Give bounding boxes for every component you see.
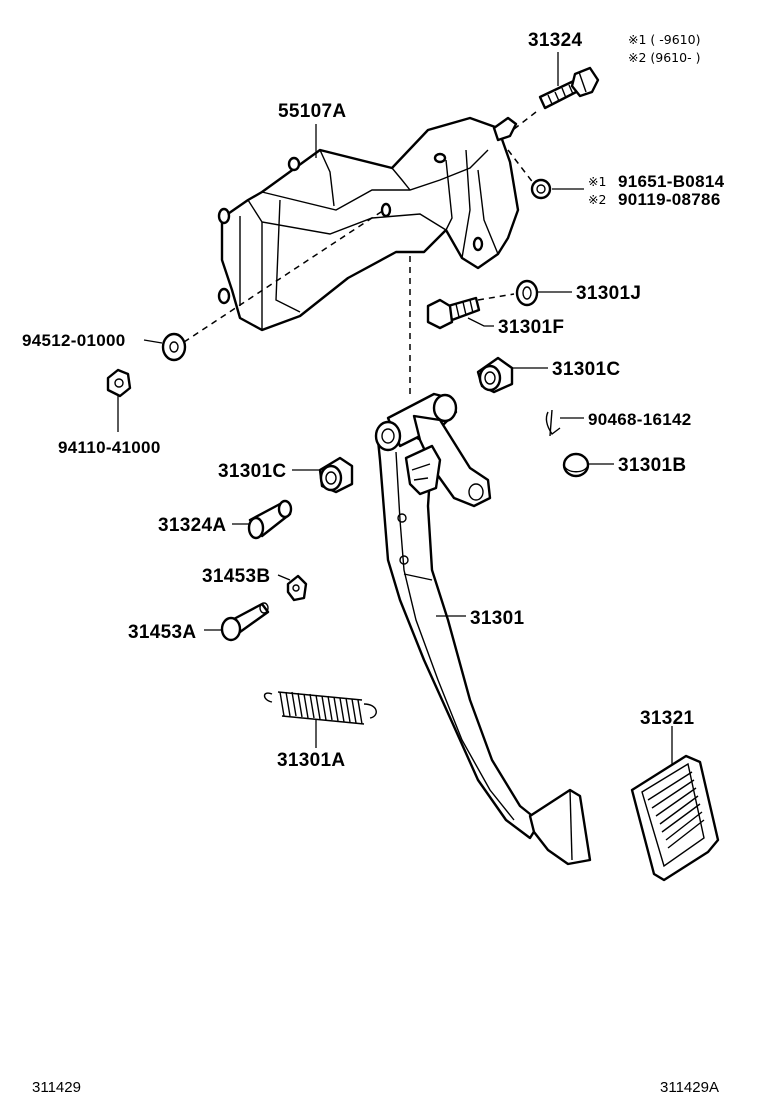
dash-collar	[477, 293, 515, 301]
bushing-31301C-right-icon	[476, 356, 514, 394]
collar-31301J-icon	[515, 279, 539, 307]
label-31301B: 31301B	[618, 455, 686, 476]
label-31324: 31324	[528, 30, 582, 51]
footer-left-code: 311429	[32, 1079, 81, 1096]
label-94110-41000: 94110-41000	[58, 438, 161, 457]
label-31453A: 31453A	[128, 622, 196, 643]
bushing-31301C-left-icon	[318, 456, 354, 494]
pedal-pad-31321-icon	[630, 754, 720, 882]
cushion-31301B-icon	[562, 452, 590, 478]
dash-nut	[507, 149, 535, 185]
label-31301C-left: 31301C	[218, 461, 286, 482]
bolt-31324-icon	[538, 66, 600, 110]
label-91651-B0814: 91651-B0814	[618, 172, 725, 191]
label-55107A: 55107A	[278, 101, 346, 122]
leader-94512	[143, 339, 163, 344]
label-31324A: 31324A	[158, 515, 226, 536]
spring-31301A-icon	[263, 691, 377, 725]
nut-icon	[530, 178, 552, 200]
label-31321: 31321	[640, 708, 694, 729]
note-2: ※2 (9610- )	[628, 50, 700, 65]
label-31453B: 31453B	[202, 566, 270, 587]
nut-94110-icon	[106, 368, 132, 398]
label-31301: 31301	[470, 608, 524, 629]
label-90468-16142: 90468-16142	[588, 410, 692, 429]
bracket-55107A-icon	[217, 116, 520, 332]
mark-1: ※1	[588, 174, 606, 189]
footer-right-code: 311429A	[660, 1079, 719, 1096]
pin-31324A-icon	[247, 499, 293, 540]
clip-31453B-icon	[286, 574, 308, 602]
label-31301J: 31301J	[576, 283, 641, 304]
label-31301C-right: 31301C	[552, 359, 620, 380]
leader-31301F	[467, 317, 494, 327]
dash-washer-to-bracket	[183, 209, 385, 343]
leader-31453B	[277, 574, 291, 581]
pin-31453A-icon	[220, 602, 270, 642]
label-31301F: 31301F	[498, 317, 564, 338]
note-1: ※1 ( -9610)	[628, 32, 700, 47]
mark-2: ※2	[588, 192, 606, 207]
washer-94512-icon	[161, 332, 187, 362]
pedal-arm-31301-icon	[374, 392, 592, 866]
clip-90468-icon	[545, 409, 561, 437]
bolt-31301F-icon	[426, 296, 481, 330]
label-90119-08786: 90119-08786	[618, 190, 721, 209]
label-94512-01000: 94512-01000	[22, 331, 126, 350]
label-31301A: 31301A	[277, 750, 345, 771]
